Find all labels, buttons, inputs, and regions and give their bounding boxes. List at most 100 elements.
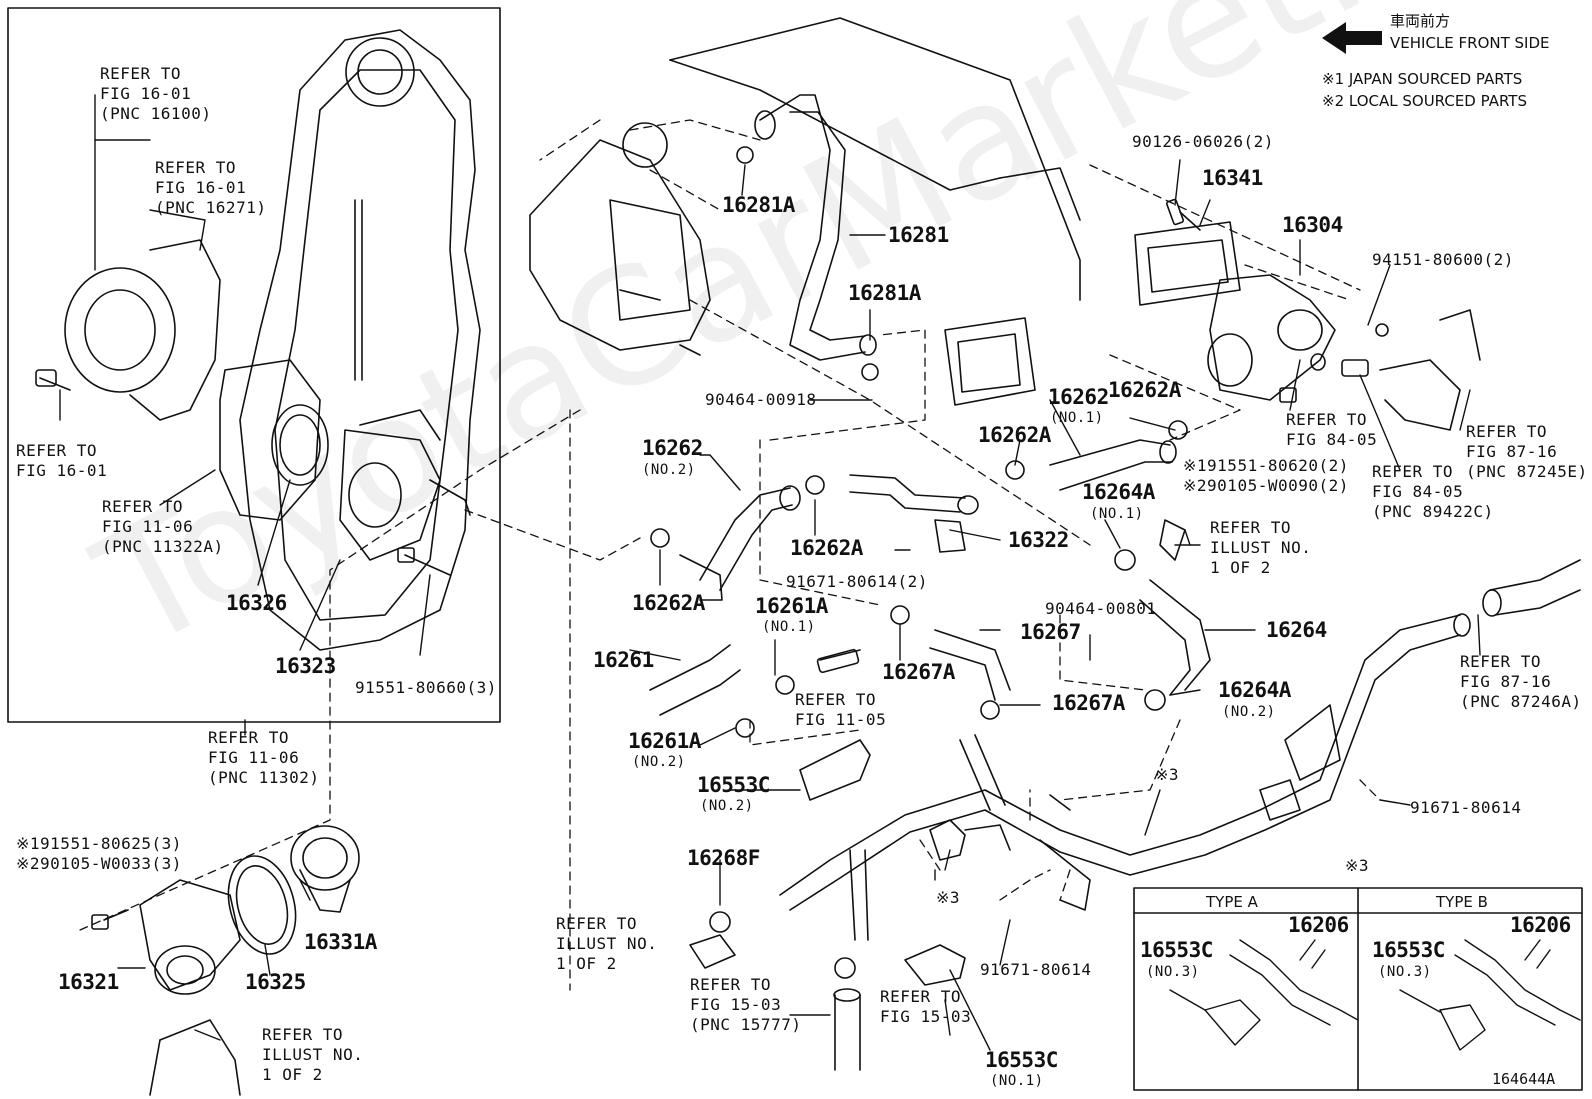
egr-cooler-drawing [529, 122, 711, 356]
vehicle-front-arrow-icon [1322, 22, 1382, 54]
timing-cover-drawing [239, 29, 481, 651]
type-a-16553c[interactable]: 16553C [1140, 938, 1213, 962]
part-90126-06026[interactable]: 90126-06026(2) [1132, 132, 1274, 151]
vehicle-front-jp: 車両前方 [1390, 12, 1451, 30]
refer-fig-87-16-pnc87246a[interactable]: REFER TO FIG 87-16 (PNC 87246A) [1460, 652, 1582, 711]
bracket-16553c-no2-drawing [799, 739, 871, 801]
part-16281[interactable]: 16281 [888, 223, 949, 247]
refer-fig-11-06-pnc11322a[interactable]: REFER TO FIG 11-06 (PNC 11322A) [102, 497, 224, 556]
part-16553c-no1[interactable]: 16553C [985, 1048, 1058, 1072]
hose-clamps-drawing [650, 420, 1188, 979]
hoses-lower-drawing [689, 934, 861, 1071]
part-16341[interactable]: 16341 [1202, 166, 1263, 190]
refer-fig-15-03[interactable]: REFER TO FIG 15-03 [880, 987, 972, 1026]
part-16331a[interactable]: 16331A [304, 930, 377, 954]
part-91671-80614-a[interactable]: 91671-80614 [980, 960, 1092, 979]
part-91551-80660[interactable]: 91551-80660(3) [355, 678, 497, 697]
dashed-leaders [79, 119, 1381, 991]
thermostat-housing-drawing [91, 825, 360, 1096]
part-16262-no1-sub: (NO.1) [1050, 410, 1104, 426]
type-box-drawings [1169, 939, 1581, 1051]
refer-fig-15-03-pnc15777[interactable]: REFER TO FIG 15-03 (PNC 15777) [690, 975, 802, 1034]
part-16553c-no2-sub: (NO.2) [700, 798, 754, 814]
part-16264a-no2[interactable]: 16264A [1218, 678, 1291, 702]
part-16261a-no1[interactable]: 16261A [755, 594, 828, 618]
part-16261a-no2[interactable]: 16261A [628, 729, 701, 753]
refer-fig-16-01[interactable]: REFER TO FIG 16-01 [16, 441, 108, 480]
part-16281a-top[interactable]: 16281A [722, 193, 795, 217]
part-16261[interactable]: 16261 [593, 648, 654, 672]
type-a-title: TYPE A [1206, 893, 1258, 911]
part-16262-no1[interactable]: 16262 [1048, 385, 1109, 409]
refer-fig-87-16-pnc87245e[interactable]: REFER TO FIG 87-16 (PNC 87245E) [1466, 422, 1588, 481]
part-16553c-no2[interactable]: 16553C [697, 773, 770, 797]
type-b-16553c-sub: (NO.3) [1378, 964, 1432, 980]
part-16264a-no1-sub: (NO.1) [1090, 506, 1144, 522]
part-16281a-mid[interactable]: 16281A [848, 281, 921, 305]
part-16264a-no2-sub: (NO.2) [1222, 704, 1276, 720]
refer-fig-84-05-pnc89422c[interactable]: REFER TO FIG 84-05 (PNC 89422C) [1372, 462, 1494, 521]
type-a-16206[interactable]: 16206 [1288, 913, 1349, 937]
part-16267[interactable]: 16267 [1020, 620, 1081, 644]
type-a-16553c-sub: (NO.3) [1146, 964, 1200, 980]
refer-fig-16-01-pnc16271[interactable]: REFER TO FIG 16-01 (PNC 16271) [155, 158, 267, 217]
bracket-16553c-no1-drawing [904, 944, 966, 986]
water-outlet-drawing [1134, 198, 1481, 431]
part-16262a-b[interactable]: 16262A [790, 536, 863, 560]
refer-illust-1-of-2-left[interactable]: REFER TO ILLUST NO. 1 OF 2 [262, 1025, 364, 1084]
hose-16281-drawing [736, 94, 879, 381]
mark-3-clamp: ※3 [936, 888, 961, 907]
part-91671-80614-2[interactable]: 91671-80614(2) [786, 572, 928, 591]
refer-fig-84-05[interactable]: REFER TO FIG 84-05 [1286, 410, 1378, 449]
hoses-middle-drawing [649, 439, 1211, 716]
part-16264a-no1[interactable]: 16264A [1082, 480, 1155, 504]
part-191551-80625[interactable]: ※191551-80625(3) [16, 834, 182, 853]
part-16326[interactable]: 16326 [226, 591, 287, 615]
solid-leaders [59, 94, 1481, 1051]
part-16325[interactable]: 16325 [245, 970, 306, 994]
part-16268f[interactable]: 16268F [687, 846, 760, 870]
part-16267a-b[interactable]: 16267A [1052, 691, 1125, 715]
water-bypass-pipe-drawing [779, 559, 1581, 941]
part-290105-w0033[interactable]: ※290105-W0033(3) [16, 854, 182, 873]
mark-3-pipe: ※3 [1155, 765, 1180, 784]
refer-fig-16-01-pnc16100[interactable]: REFER TO FIG 16-01 (PNC 16100) [100, 64, 212, 123]
type-box-frame [1133, 887, 1583, 1091]
refer-fig-11-06-pnc11302[interactable]: REFER TO FIG 11-06 (PNC 11302) [208, 728, 320, 787]
engine-outline [669, 17, 1081, 301]
vehicle-front-side: VEHICLE FRONT SIDE [1390, 34, 1550, 52]
part-16261a-no2-sub: (NO.2) [632, 754, 686, 770]
refer-illust-1-of-2-center[interactable]: REFER TO ILLUST NO. 1 OF 2 [556, 914, 658, 973]
figure-id: 164644A [1492, 1070, 1556, 1088]
refer-illust-1-of-2-right[interactable]: REFER TO ILLUST NO. 1 OF 2 [1210, 518, 1312, 577]
part-16262a-d[interactable]: 16262A [1108, 378, 1181, 402]
part-94151-80600[interactable]: 94151-80600(2) [1372, 250, 1514, 269]
part-16267a-a[interactable]: 16267A [882, 660, 955, 684]
inset-frame [7, 7, 501, 723]
mark-3-typebox: ※3 [1345, 856, 1370, 875]
part-16553c-no1-sub: (NO.1) [990, 1073, 1044, 1089]
part-90464-00918[interactable]: 90464-00918 [705, 390, 817, 409]
note-local-sourced: ※2 LOCAL SOURCED PARTS [1322, 92, 1527, 110]
part-16262a-a[interactable]: 16262A [632, 591, 705, 615]
part-16262-no2[interactable]: 16262 [642, 436, 703, 460]
type-b-16553c[interactable]: 16553C [1372, 938, 1445, 962]
refer-fig-11-05[interactable]: REFER TO FIG 11-05 [795, 690, 887, 729]
part-16264[interactable]: 16264 [1266, 618, 1327, 642]
part-16262a-c[interactable]: 16262A [978, 423, 1051, 447]
type-b-16206[interactable]: 16206 [1510, 913, 1571, 937]
part-16262-no2-sub: (NO.2) [642, 462, 696, 478]
gasket-drawing [944, 317, 1036, 406]
type-b-title: TYPE B [1436, 893, 1488, 911]
part-16304[interactable]: 16304 [1282, 213, 1343, 237]
part-191551-80620[interactable]: ※191551-80620(2) [1183, 456, 1349, 475]
part-91671-80614-b[interactable]: 91671-80614 [1410, 798, 1522, 817]
part-16322[interactable]: 16322 [1008, 528, 1069, 552]
part-16323[interactable]: 16323 [275, 654, 336, 678]
water-pump-drawing [35, 239, 471, 576]
part-90464-00801[interactable]: 90464-00801 [1045, 599, 1157, 618]
part-16321[interactable]: 16321 [58, 970, 119, 994]
part-16261a-no1-sub: (NO.1) [762, 619, 816, 635]
part-290105-w0090[interactable]: ※290105-W0090(2) [1183, 476, 1349, 495]
